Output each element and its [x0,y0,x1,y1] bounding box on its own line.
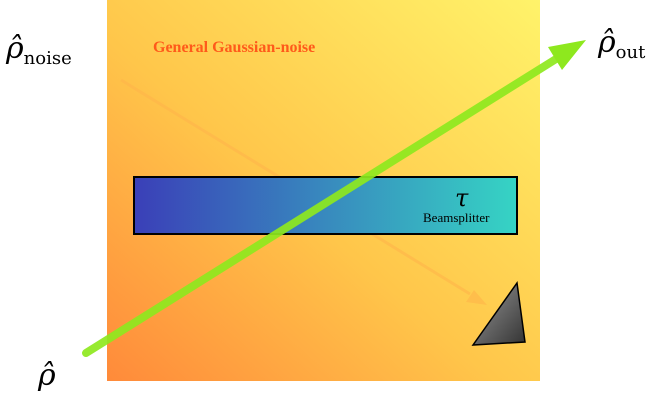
transmissivity-symbol: τ [455,184,469,212]
box-title: General Gaussian-noise [153,39,315,56]
beamsplitter-label: Beamsplitter [423,210,490,225]
signal-beam [82,40,586,357]
rho-noise-label: ρ̂noise [5,31,72,69]
rho-input-label: ρ̂ [37,358,56,393]
detector-icon [471,281,526,346]
rho-out-label: ρ̂out [597,25,646,63]
